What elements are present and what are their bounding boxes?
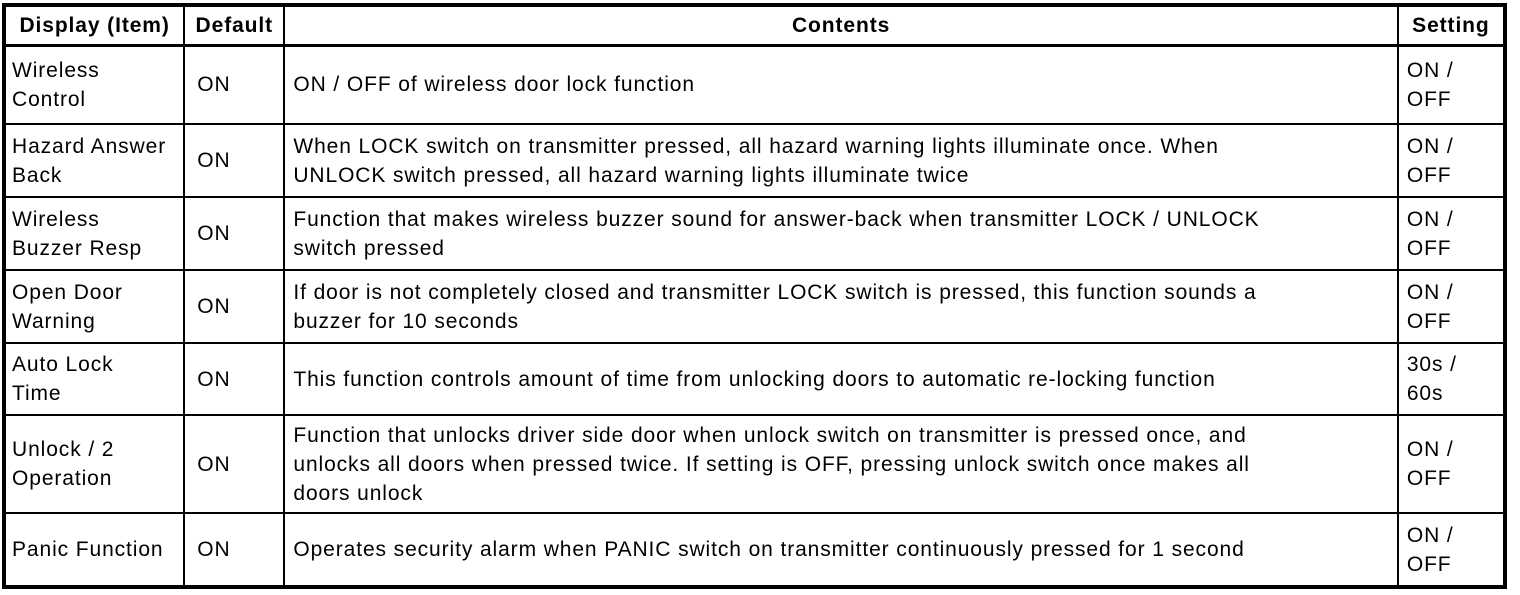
cell-default: ON bbox=[183, 44, 286, 125]
cell-display-item: Unlock / 2 Operation bbox=[2, 414, 186, 514]
column-header-contents: Contents bbox=[283, 4, 1399, 47]
cell-display-item: Wireless Control bbox=[2, 44, 186, 125]
cell-setting: ON / OFF bbox=[1396, 269, 1507, 344]
cell-default: ON bbox=[183, 342, 286, 416]
cell-display-item: Auto Lock Time bbox=[2, 342, 186, 416]
cell-contents: Operates security alarm when PANIC switc… bbox=[283, 512, 1399, 588]
cell-contents: When LOCK switch on transmitter pressed,… bbox=[283, 123, 1399, 198]
table-row-open-door-warning: Open Door Warning ON If door is not comp… bbox=[2, 269, 1507, 344]
column-header-default: Default bbox=[183, 4, 286, 47]
cell-default: ON bbox=[183, 196, 286, 271]
column-header-display-item: Display (Item) bbox=[2, 4, 186, 47]
cell-contents: If door is not completely closed and tra… bbox=[283, 269, 1399, 344]
cell-default: ON bbox=[183, 269, 286, 344]
cell-default: ON bbox=[183, 414, 286, 514]
cell-setting: 30s / 60s bbox=[1396, 342, 1507, 416]
table-row-hazard-answer-back: Hazard Answer Back ON When LOCK switch o… bbox=[2, 123, 1507, 198]
cell-display-item: Panic Function bbox=[2, 512, 186, 588]
table-header-row: Display (Item) Default Contents Setting bbox=[2, 4, 1507, 47]
cell-setting: ON / OFF bbox=[1396, 123, 1507, 198]
cell-setting: ON / OFF bbox=[1396, 44, 1507, 125]
table-row-unlock-2-operation: Unlock / 2 Operation ON Function that un… bbox=[2, 414, 1507, 514]
cell-setting: ON / OFF bbox=[1396, 512, 1507, 588]
table-row-auto-lock-time: Auto Lock Time ON This function controls… bbox=[2, 342, 1507, 416]
cell-default: ON bbox=[183, 512, 286, 588]
cell-default: ON bbox=[183, 123, 286, 198]
cell-display-item: Wireless Buzzer Resp bbox=[2, 196, 186, 271]
cell-setting: ON / OFF bbox=[1396, 414, 1507, 514]
table-row-wireless-control: Wireless Control ON ON / OFF of wireless… bbox=[2, 44, 1507, 125]
table-row-panic-function: Panic Function ON Operates security alar… bbox=[2, 512, 1507, 588]
cell-display-item: Hazard Answer Back bbox=[2, 123, 186, 198]
table-row-wireless-buzzer-resp: Wireless Buzzer Resp ON Function that ma… bbox=[2, 196, 1507, 271]
cell-contents: This function controls amount of time fr… bbox=[283, 342, 1399, 416]
cell-contents: ON / OFF of wireless door lock function bbox=[283, 44, 1399, 125]
cell-display-item: Open Door Warning bbox=[2, 269, 186, 344]
cell-setting: ON / OFF bbox=[1396, 196, 1507, 271]
cell-contents: Function that unlocks driver side door w… bbox=[283, 414, 1399, 514]
wireless-settings-table: Display (Item) Default Contents Setting … bbox=[2, 3, 1507, 589]
cell-contents: Function that makes wireless buzzer soun… bbox=[283, 196, 1399, 271]
column-header-setting: Setting bbox=[1396, 4, 1507, 47]
